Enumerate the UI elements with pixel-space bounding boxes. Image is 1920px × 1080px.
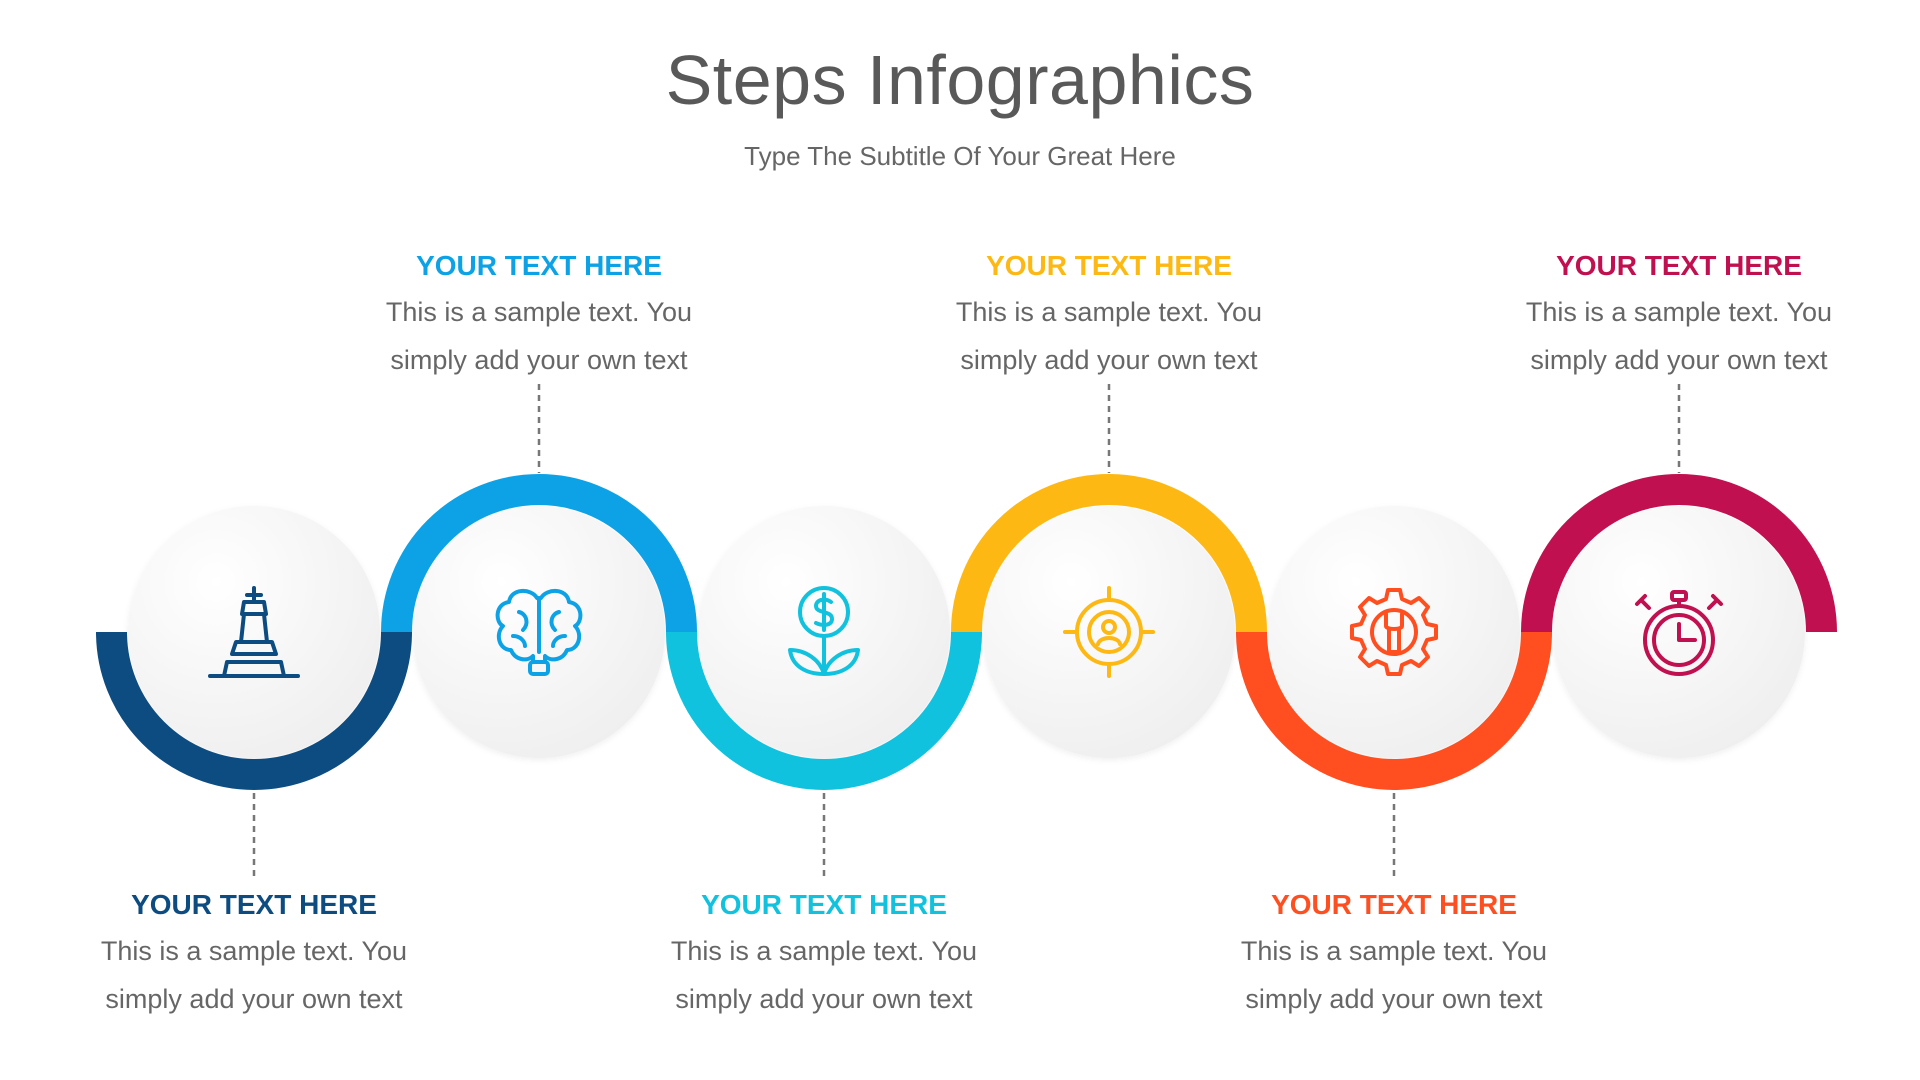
money-plant-icon: [788, 586, 860, 676]
step-6-line-1: This is a sample text. You: [1525, 297, 1833, 327]
step-6-text: YOUR TEXT HERE This is a sample text. Yo…: [1469, 248, 1889, 384]
step-4-arc: [951, 474, 1267, 633]
step-arcs: [96, 474, 1837, 790]
step-4-line-1: This is a sample text. You: [955, 297, 1263, 327]
step-4-text: YOUR TEXT HERE This is a sample text. Yo…: [899, 248, 1319, 384]
chess-king-icon: [208, 586, 300, 678]
step-5-line-1: This is a sample text. You: [1240, 936, 1548, 966]
step-6-line-2: simply add your own text: [1530, 345, 1828, 375]
step-5-line-2: simply add your own text: [1245, 984, 1543, 1014]
brain-icon: [495, 589, 583, 676]
step-5-circle: [1268, 506, 1520, 758]
step-2-heading: YOUR TEXT HERE: [416, 250, 662, 281]
step-5-text: YOUR TEXT HERE This is a sample text. Yo…: [1184, 887, 1604, 1023]
step-1-text: YOUR TEXT HERE This is a sample text. Yo…: [44, 887, 464, 1023]
step-3-line-1: This is a sample text. You: [670, 936, 978, 966]
step-6-heading: YOUR TEXT HERE: [1556, 250, 1802, 281]
step-1-arc: [96, 631, 412, 790]
page-subtitle: Type The Subtitle Of Your Great Here: [744, 141, 1176, 171]
step-1-line-1: This is a sample text. You: [100, 936, 408, 966]
target-user-icon: [1063, 586, 1155, 678]
step-5-heading: YOUR TEXT HERE: [1271, 889, 1517, 920]
step-2-text: YOUR TEXT HERE This is a sample text. Yo…: [329, 248, 749, 384]
page-title: Steps Infographics: [665, 41, 1255, 119]
step-1-line-2: simply add your own text: [105, 984, 403, 1014]
step-2-body: This is a sample text. You simply add yo…: [329, 288, 749, 384]
step-3-body: This is a sample text. You simply add yo…: [614, 927, 1034, 1023]
step-1-heading: YOUR TEXT HERE: [131, 889, 377, 920]
step-1-body: This is a sample text. You simply add yo…: [44, 927, 464, 1023]
step-2-line-1: This is a sample text. You: [385, 297, 693, 327]
step-4-body: This is a sample text. You simply add yo…: [899, 288, 1319, 384]
step-3-heading: YOUR TEXT HERE: [701, 889, 947, 920]
step-2-line-2: simply add your own text: [390, 345, 688, 375]
step-2-arc: [381, 474, 697, 633]
step-3-arc: [666, 631, 982, 790]
step-3-text: YOUR TEXT HERE This is a sample text. Yo…: [614, 887, 1034, 1023]
step-5-arc: [1236, 631, 1552, 790]
step-3-line-2: simply add your own text: [675, 984, 973, 1014]
step-6-arc: [1521, 474, 1837, 633]
connectors: [252, 384, 1681, 877]
step-4-line-2: simply add your own text: [960, 345, 1258, 375]
step-1-circle: [128, 506, 380, 758]
gear-wrench-icon: [1350, 588, 1438, 676]
step-6-body: This is a sample text. You simply add yo…: [1469, 288, 1889, 384]
step-5-body: This is a sample text. You simply add yo…: [1184, 927, 1604, 1023]
stopwatch-icon: [1635, 590, 1723, 676]
step-4-heading: YOUR TEXT HERE: [986, 250, 1232, 281]
